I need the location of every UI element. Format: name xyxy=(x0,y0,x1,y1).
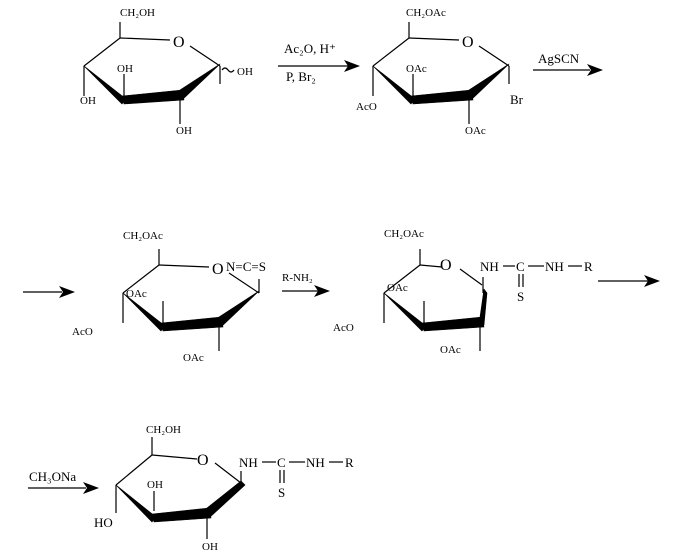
c4-label: AcO xyxy=(333,322,354,334)
c2-label: OAc xyxy=(183,352,204,364)
arrow-1-label-top: Ac₂O, H⁺ xyxy=(284,41,336,56)
thiourea-r: R xyxy=(345,455,354,470)
thiourea-c: C xyxy=(277,455,286,470)
c2-label: OAc xyxy=(465,125,486,137)
glucose-structure: O CH₂OH OH OH OH OH xyxy=(80,7,253,137)
thiourea-acetyl-structure: O CH₂OAc OAc AcO OAc NH C S NH R xyxy=(333,228,593,356)
c6-label: CH₂OAc xyxy=(384,228,424,240)
c3-label: OH xyxy=(147,479,163,491)
arrow-1-label-bottom: P, Br₂ xyxy=(286,69,316,84)
thiourea-nh1: NH xyxy=(480,259,499,274)
c2-label: OAc xyxy=(440,344,461,356)
c4-label: HO xyxy=(94,515,113,530)
ring-oxygen-label: O xyxy=(197,452,209,469)
squiggle-bond xyxy=(221,67,235,73)
anomeric-label: N=C=S xyxy=(226,259,266,274)
c2-label: OH xyxy=(202,541,218,553)
c6-label: CH₂OH xyxy=(146,424,181,436)
c3-label: OAc xyxy=(126,288,147,300)
thiourea-s: S xyxy=(278,485,285,500)
c4-label: OH xyxy=(80,95,96,107)
c3-c2-wedge xyxy=(121,89,185,105)
ring-oxygen-label: O xyxy=(462,34,474,51)
thiourea-nh2: NH xyxy=(545,259,564,274)
c4-label: AcO xyxy=(356,101,377,113)
arrow-3 xyxy=(23,286,75,298)
arrow-2: AgSCN xyxy=(533,51,603,76)
c4-label: AcO xyxy=(72,326,93,338)
arrow-4-label-top: R-NH₂ xyxy=(282,272,313,284)
bromide-structure: O CH₂OAc Br OAc AcO OAc xyxy=(356,7,524,137)
anomeric-label: Br xyxy=(510,92,524,107)
thiourea-nh1: NH xyxy=(239,455,258,470)
c5-c4-bond xyxy=(83,37,121,67)
ring-oxygen-label: O xyxy=(173,34,185,51)
c6-label: CH₂OAc xyxy=(406,7,446,19)
ring-oxygen-label: O xyxy=(212,261,224,278)
thiourea-c: C xyxy=(516,259,525,274)
o-c1-bond xyxy=(189,45,221,67)
c2-c1-wedge xyxy=(179,63,221,101)
c3-label: OH xyxy=(117,63,133,75)
c2-label: OH xyxy=(176,125,192,137)
thiourea-hydroxyl-structure: O CH₂OH OH HO OH NH C S NH R xyxy=(94,424,354,553)
c3-label: OAc xyxy=(406,63,427,75)
c3-label: OAc xyxy=(387,282,408,294)
thiourea-s: S xyxy=(517,289,524,304)
ring-oxygen-label: O xyxy=(440,257,452,274)
thiourea-r: R xyxy=(584,259,593,274)
arrow-5 xyxy=(598,275,660,287)
c6-label: CH₂OAc xyxy=(123,230,163,242)
thiourea-nh2: NH xyxy=(306,455,325,470)
anomeric-label: OH xyxy=(237,66,253,78)
arrow-2-label-top: AgSCN xyxy=(538,51,580,66)
arrow-6: CH₃ONa xyxy=(28,469,99,494)
c6-label: CH₂OH xyxy=(120,7,155,19)
arrow-6-label-top: CH₃ONa xyxy=(29,469,76,484)
arrow-4: R-NH₂ xyxy=(282,272,330,297)
c5-o-bond xyxy=(119,37,171,41)
arrow-1: Ac₂O, H⁺ P, Br₂ xyxy=(278,41,360,84)
isothiocyanate-structure: O CH₂OAc N=C=S OAc AcO OAc xyxy=(72,230,266,364)
